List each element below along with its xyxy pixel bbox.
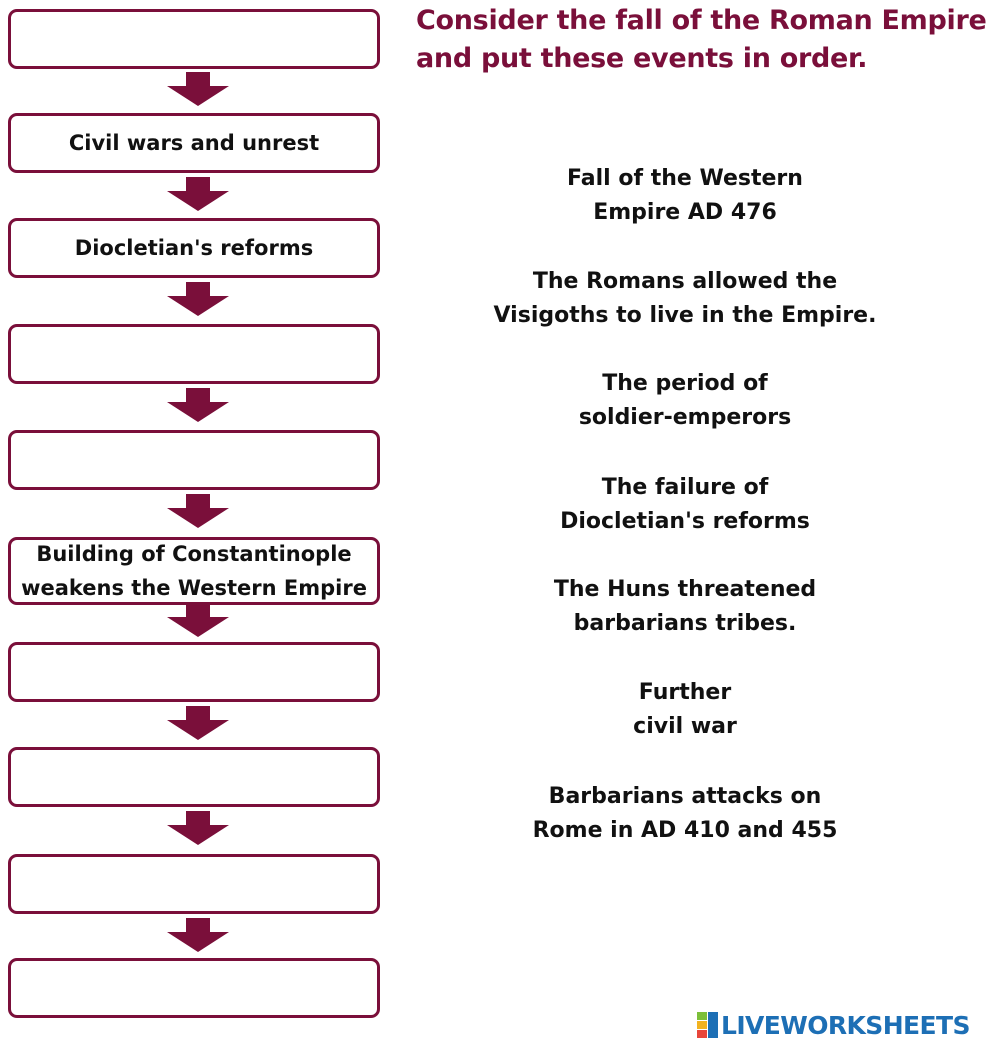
brand-name: LIVEWORKSHEETS bbox=[721, 1010, 970, 1040]
sequence-box-8[interactable] bbox=[8, 747, 380, 807]
sequence-box-9[interactable] bbox=[8, 854, 380, 914]
down-arrow-icon bbox=[167, 282, 229, 316]
down-arrow-icon bbox=[167, 603, 229, 637]
liveworksheets-logo-icon bbox=[697, 1012, 718, 1038]
sequence-box-3: Diocletian's reforms bbox=[8, 218, 380, 278]
sequence-box-text: Diocletian's reforms bbox=[74, 235, 314, 260]
down-arrow-icon bbox=[167, 706, 229, 740]
option-barbarian-attacks[interactable]: Barbarians attacks on Rome in AD 410 and… bbox=[532, 784, 838, 843]
sequence-box-text: Building of Constantinople weakens the W… bbox=[21, 542, 367, 600]
option-fall-of-western-empire[interactable]: Fall of the Western Empire AD 476 bbox=[567, 166, 803, 225]
liveworksheets-brand: LIVEWORKSHEETS bbox=[697, 1008, 970, 1042]
instructions-title: Consider the fall of the Roman Empire an… bbox=[416, 5, 987, 74]
sequence-box-5[interactable] bbox=[8, 430, 380, 490]
sequence-box-6: Building of Constantinople weakens the W… bbox=[8, 537, 380, 605]
sequence-box-7[interactable] bbox=[8, 642, 380, 702]
down-arrow-icon bbox=[167, 918, 229, 952]
sequence-box-4[interactable] bbox=[8, 324, 380, 384]
option-visigoths-allowed[interactable]: The Romans allowed the Visigoths to live… bbox=[493, 269, 877, 328]
option-further-civil-war[interactable]: Further civil war bbox=[633, 680, 737, 739]
option-soldier-emperors[interactable]: The period of soldier-emperors bbox=[578, 371, 792, 430]
sequence-box-10[interactable] bbox=[8, 958, 380, 1018]
sequence-box-text: Civil wars and unrest bbox=[68, 130, 320, 155]
down-arrow-icon bbox=[167, 494, 229, 528]
sequence-box-2: Civil wars and unrest bbox=[8, 113, 380, 173]
down-arrow-icon bbox=[167, 811, 229, 845]
down-arrow-icon bbox=[167, 72, 229, 106]
down-arrow-icon bbox=[167, 177, 229, 211]
down-arrow-icon bbox=[167, 388, 229, 422]
option-failure-of-reforms[interactable]: The failure of Diocletian's reforms bbox=[560, 475, 810, 534]
option-huns-threaten[interactable]: The Huns threatened barbarians tribes. bbox=[553, 577, 817, 636]
sequence-box-1[interactable] bbox=[8, 9, 380, 69]
